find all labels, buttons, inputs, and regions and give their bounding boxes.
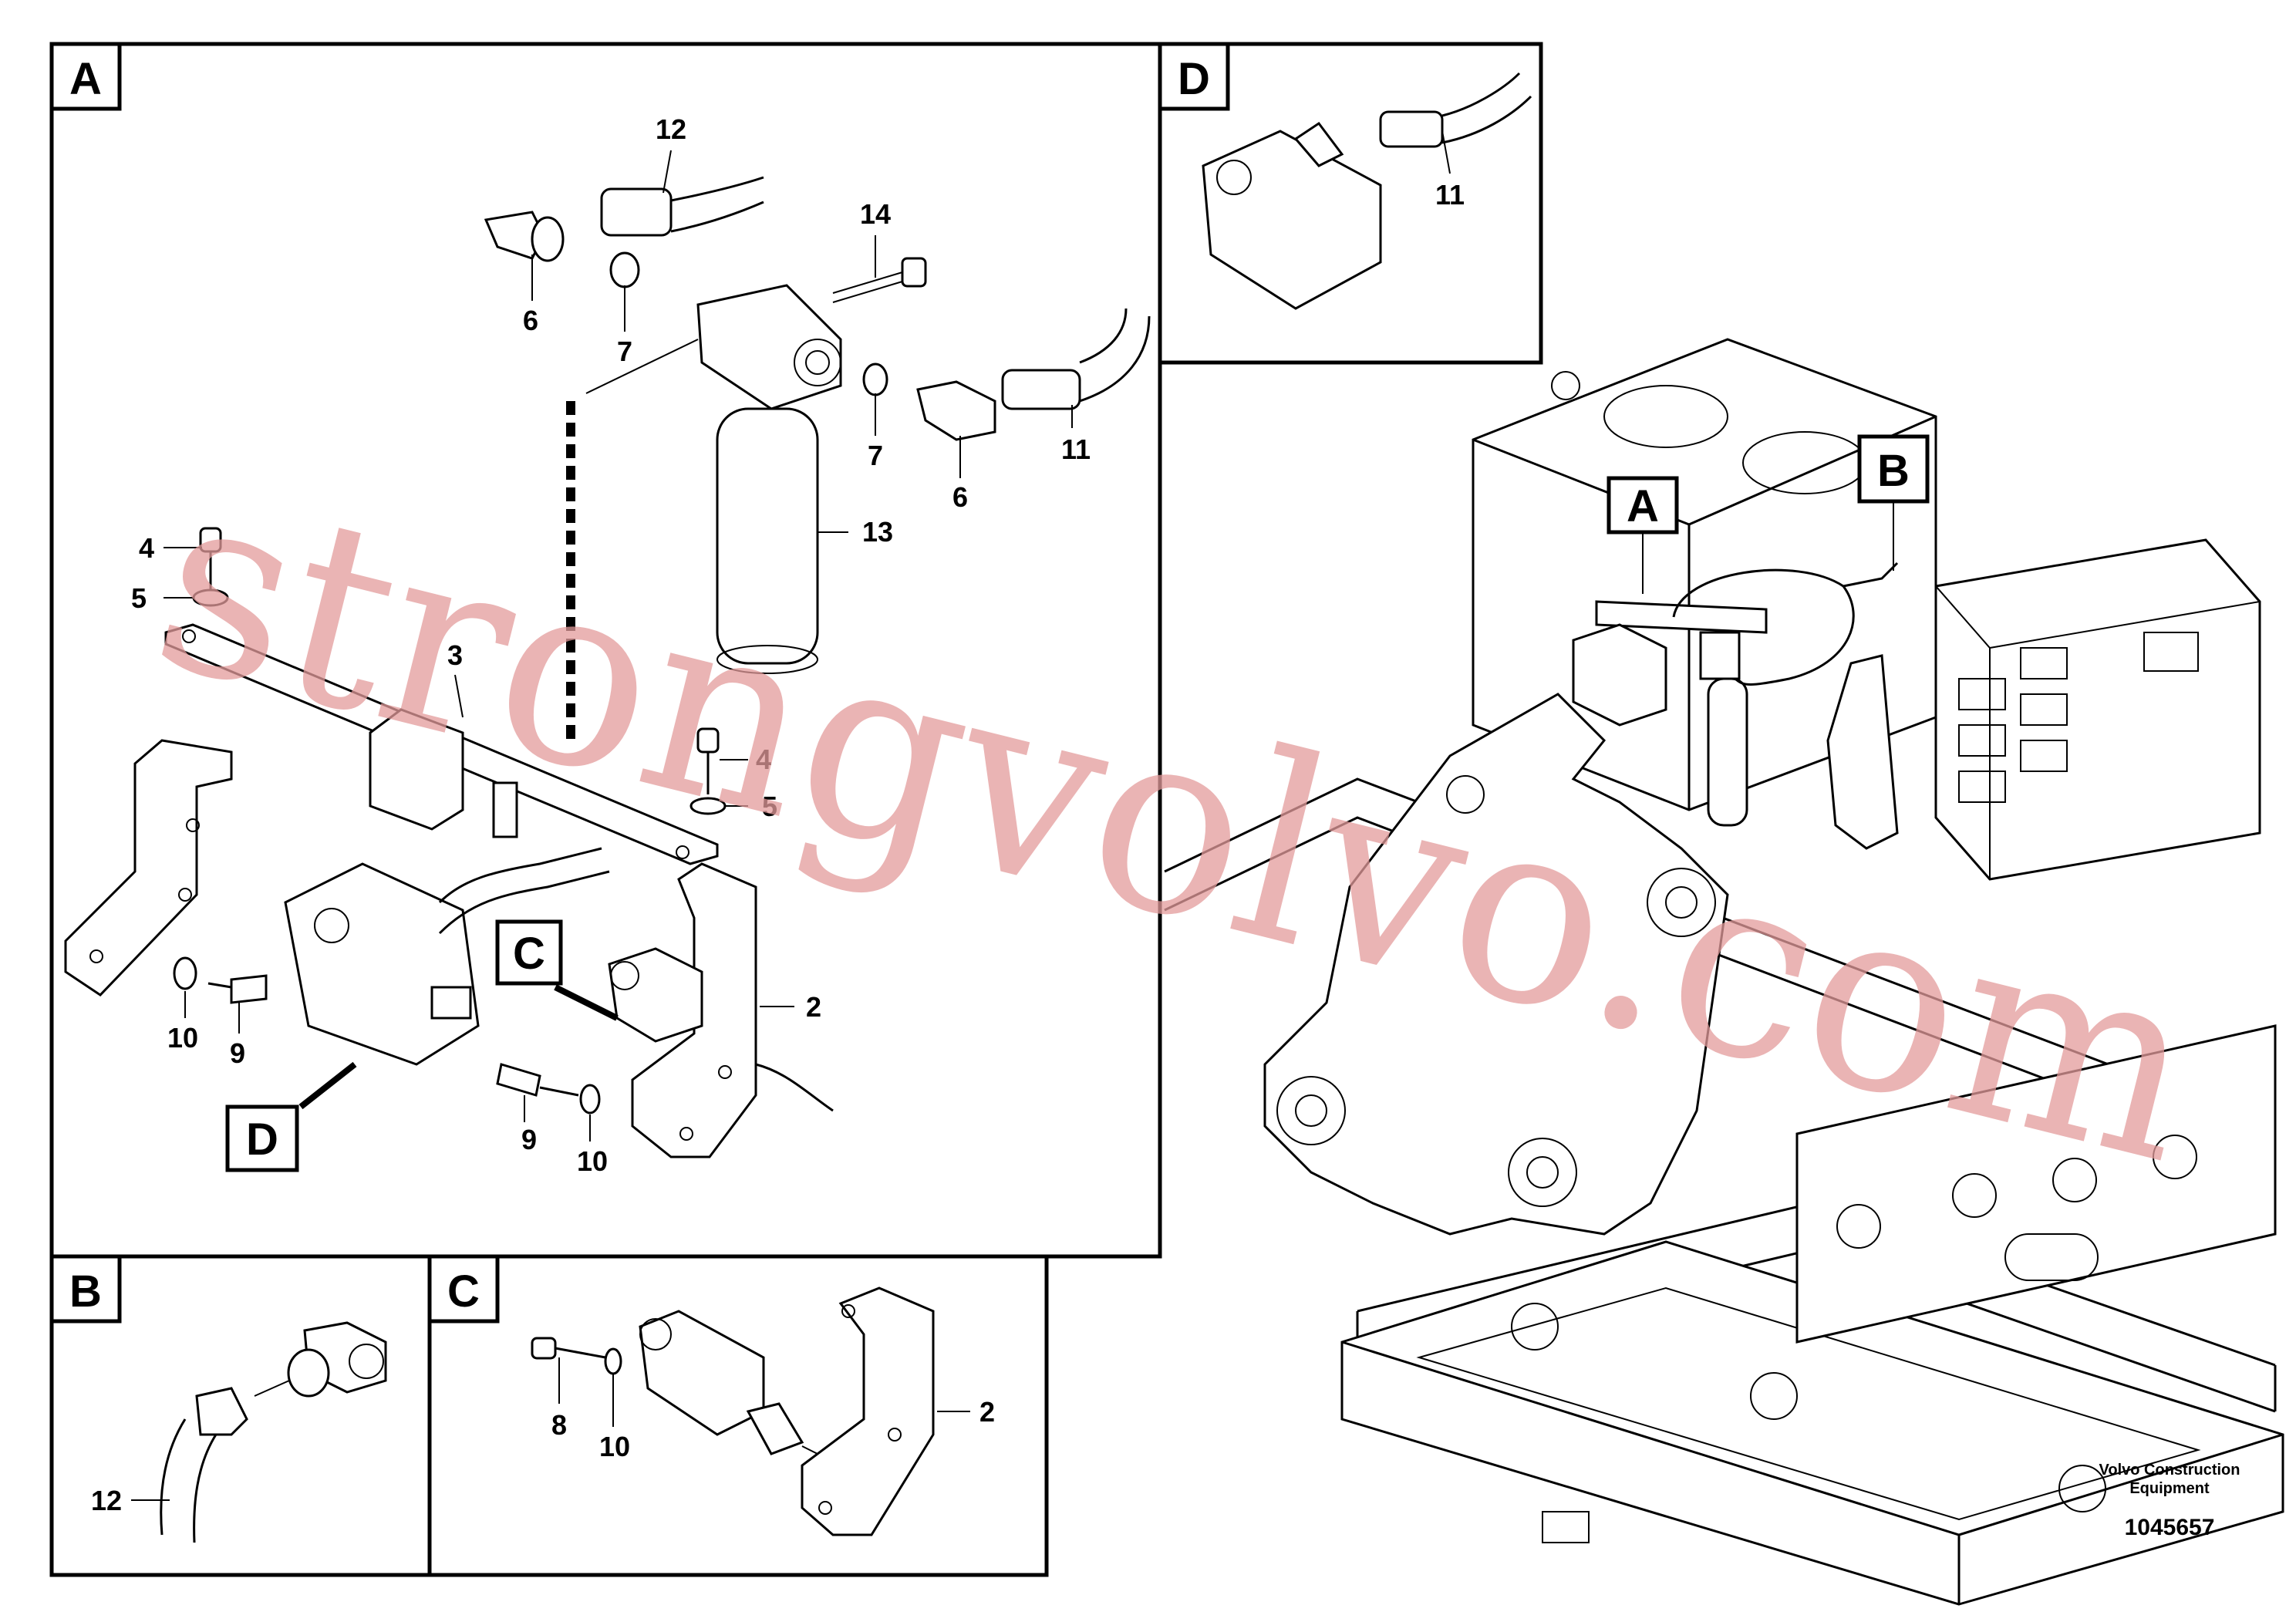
label-6a: 6 — [523, 305, 538, 336]
label-14: 14 — [860, 198, 891, 230]
label-6b: 6 — [952, 481, 968, 513]
panel-b-label-12: 12 — [91, 1485, 122, 1516]
panel-b-hose-fitting — [195, 1387, 248, 1436]
leader-12 — [663, 150, 672, 194]
overview-callout-a-text: A — [1627, 481, 1659, 531]
panel-c-sensor — [639, 1310, 765, 1436]
drawing-number: 1045657 — [2125, 1515, 2215, 1540]
callout-c[interactable]: C — [495, 919, 563, 986]
label-7a: 7 — [617, 336, 632, 367]
panel-c-tag: C — [427, 1254, 500, 1324]
overview-drawing — [1164, 338, 2284, 1606]
left-mount-bracket — [64, 739, 233, 996]
label-3: 3 — [447, 639, 463, 671]
panel-c-label-2: 2 — [979, 1396, 995, 1428]
panel-a-tag-text: A — [69, 54, 102, 104]
panel-c-label-10: 10 — [599, 1431, 630, 1462]
reference-block: Volvo Construction Equipment 1045657 — [2099, 1462, 2240, 1540]
label-4a: 4 — [139, 532, 154, 564]
callout-c-text: C — [513, 929, 545, 979]
elbow-fitting — [916, 380, 996, 441]
overview-callout-b-text: B — [1877, 446, 1910, 496]
filter-head — [696, 284, 842, 410]
panel-d-tag: D — [1158, 42, 1230, 111]
label-2: 2 — [806, 991, 821, 1023]
panel-d-label-11: 11 — [1435, 179, 1465, 211]
panel-c-label-8: 8 — [551, 1409, 567, 1441]
label-9a: 9 — [230, 1037, 245, 1069]
filter-element — [716, 407, 819, 665]
panel-c: C 8 10 2 — [427, 1254, 1049, 1577]
label-7b: 7 — [868, 440, 883, 471]
panel-d: D 11 — [1158, 42, 1543, 365]
panel-a: A — [49, 42, 1162, 1259]
panel-a-tag: A — [49, 42, 122, 111]
panel-b: B 12 — [49, 1254, 432, 1577]
label-11: 11 — [1061, 433, 1091, 465]
label-10b: 10 — [577, 1145, 608, 1177]
label-10a: 10 — [167, 1022, 198, 1054]
callout-d-text: D — [246, 1114, 278, 1165]
pressure-sensor-d — [284, 862, 480, 1066]
panel-c-tag-text: C — [447, 1266, 480, 1317]
callout-d[interactable]: D — [225, 1104, 299, 1172]
o-ring-7a — [609, 251, 640, 288]
label-4b: 4 — [756, 744, 771, 775]
company-line-1: Volvo Construction — [2099, 1462, 2240, 1479]
panel-b-tag: B — [49, 1254, 122, 1324]
overview-callout-a[interactable]: A — [1607, 476, 1679, 534]
label-5b: 5 — [762, 791, 777, 822]
panel-b-tag-text: B — [69, 1266, 102, 1317]
label-13: 13 — [862, 516, 893, 548]
panel-c-bracket-2 — [801, 1286, 935, 1536]
panel-d-sensor — [1202, 130, 1382, 310]
label-5a: 5 — [131, 582, 147, 614]
label-12: 12 — [656, 113, 686, 145]
panel-d-tag-text: D — [1178, 54, 1210, 104]
overview-callout-b[interactable]: B — [1857, 434, 1930, 504]
hose-fitting-12 — [600, 187, 673, 237]
o-ring-7b — [862, 363, 888, 396]
label-9b: 9 — [521, 1124, 537, 1155]
company-line-2: Equipment — [2129, 1480, 2210, 1497]
